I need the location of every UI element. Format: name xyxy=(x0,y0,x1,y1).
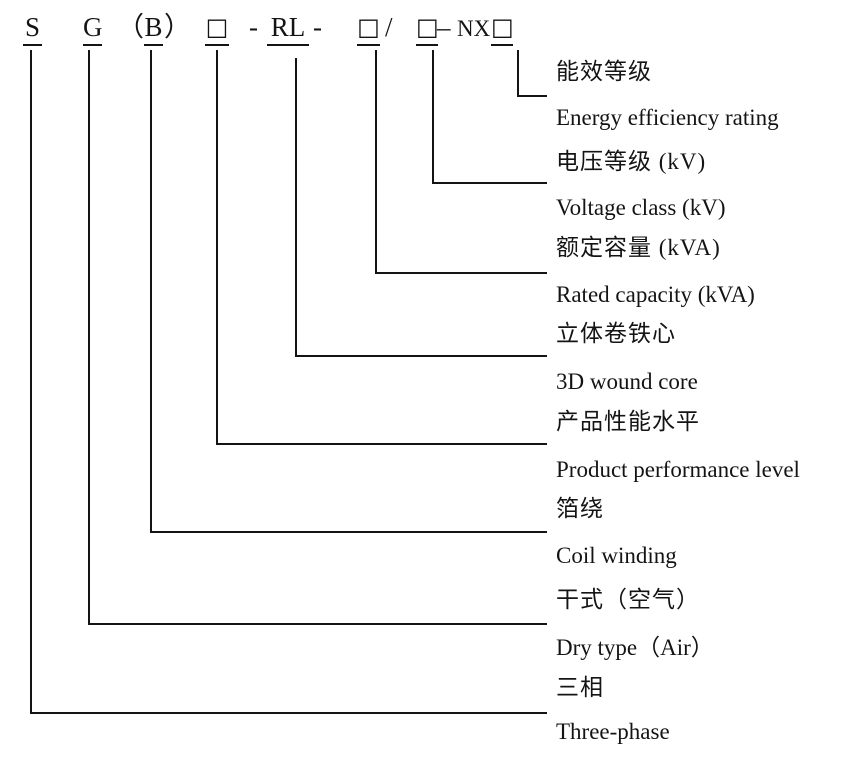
label-rated-capacity-en: Rated capacity (kVA) xyxy=(556,282,755,307)
connector-energy-efficiency xyxy=(517,50,547,97)
code-letter-b: B xyxy=(144,12,163,46)
label-3d-wound-core-zh: 立体卷铁心 xyxy=(556,321,676,346)
connector-three-phase xyxy=(30,50,547,714)
label-dry-type-en: Dry type（Air） xyxy=(556,635,714,660)
code-letters-rl: RL xyxy=(267,12,309,46)
code-box-performance: □ xyxy=(205,12,229,46)
label-energy-efficiency-en: Energy efficiency rating xyxy=(556,105,779,130)
code-letter-s: S xyxy=(23,12,42,46)
label-rated-capacity-zh: 额定容量 (kVA) xyxy=(556,235,721,260)
connector-rated-capacity xyxy=(375,50,547,274)
connector-voltage-class xyxy=(432,50,547,184)
code-box-voltage: □ xyxy=(416,12,439,46)
code-dash: – xyxy=(437,12,451,42)
connector-dry-type xyxy=(88,50,547,625)
code-slash: / xyxy=(385,12,393,42)
label-product-performance-zh: 产品性能水平 xyxy=(556,409,700,434)
connector-coil-winding xyxy=(150,50,547,533)
code-paren-open: （ xyxy=(117,12,144,42)
code-letter-g: G xyxy=(83,12,103,46)
connector-product-performance xyxy=(216,50,547,445)
label-coil-winding-zh: 箔绕 xyxy=(556,496,604,521)
label-3d-wound-core-en: 3D wound core xyxy=(556,369,698,394)
connector-3d-wound-core xyxy=(295,58,547,357)
label-dry-type-zh: 干式（空气） xyxy=(556,587,700,612)
code-hyphen-1: - xyxy=(249,12,258,42)
code-letters-nx: NX xyxy=(457,16,491,41)
label-three-phase-zh: 三相 xyxy=(556,675,604,700)
code-box-energy: □ xyxy=(491,12,514,46)
code-paren-close: ） xyxy=(164,12,191,42)
label-voltage-class-en: Voltage class (kV) xyxy=(556,195,726,220)
label-voltage-class-zh: 电压等级 (kV) xyxy=(556,149,707,174)
label-product-performance-en: Product performance level xyxy=(556,457,800,482)
code-box-capacity: □ xyxy=(357,12,380,46)
label-three-phase-en: Three-phase xyxy=(556,719,670,744)
label-energy-efficiency-zh: 能效等级 xyxy=(556,59,652,84)
label-coil-winding-en: Coil winding xyxy=(556,543,677,568)
code-hyphen-2: - xyxy=(313,12,322,42)
